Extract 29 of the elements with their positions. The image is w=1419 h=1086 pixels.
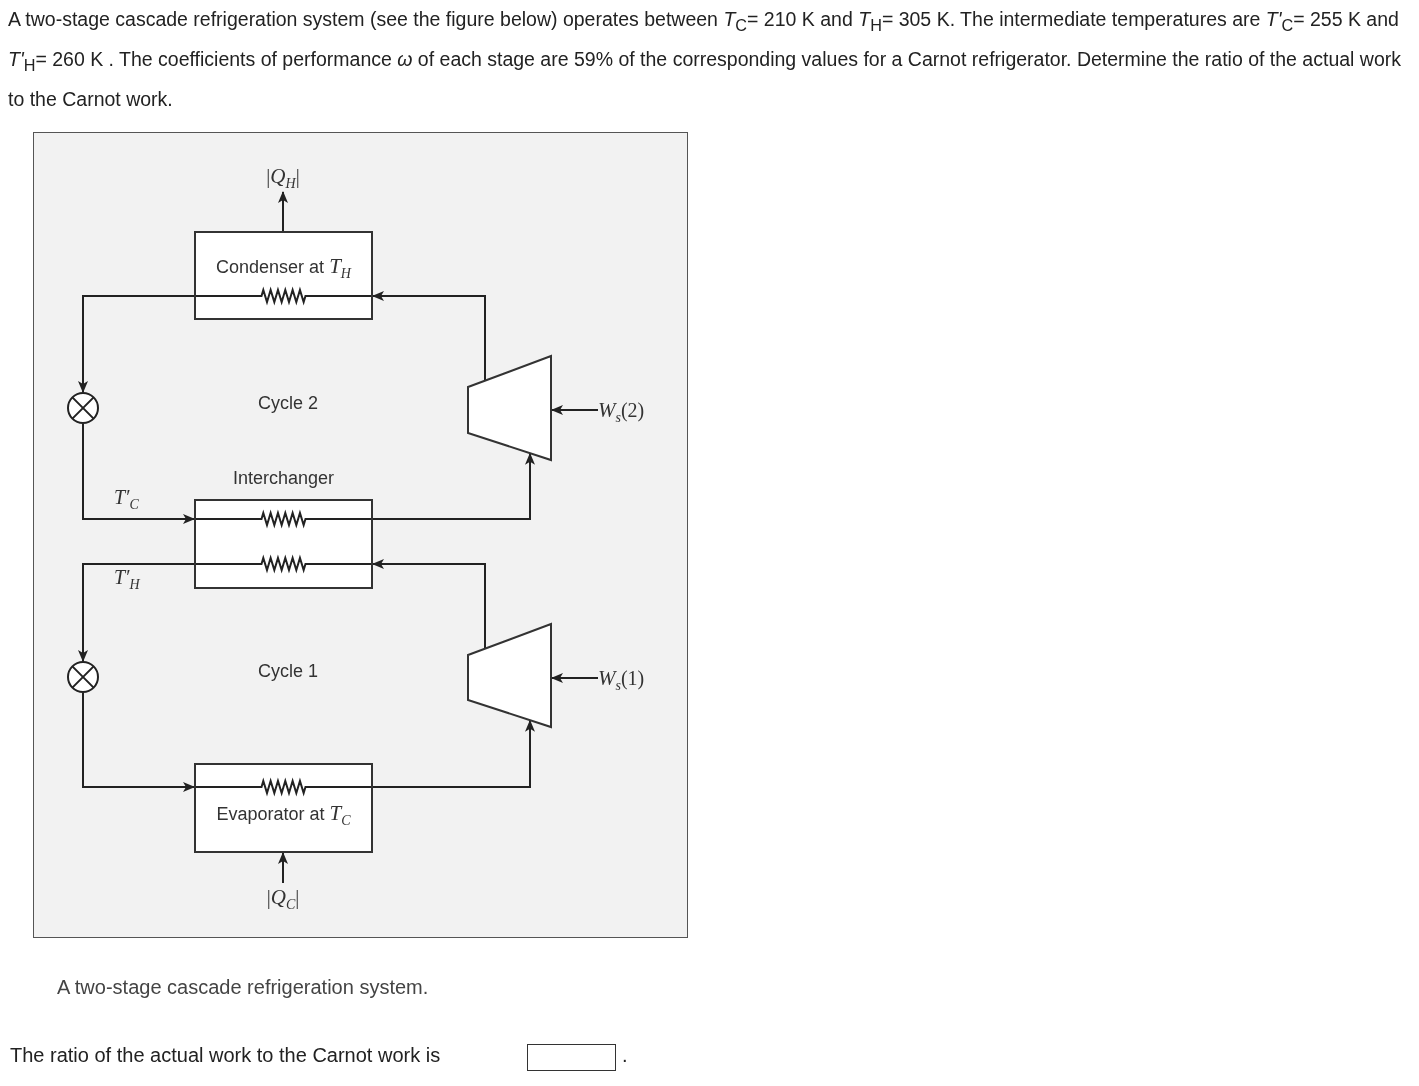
- arrow: [372, 719, 535, 788]
- temperature-label: T′$_{C}$: [114, 486, 139, 513]
- component-label: Condenser at T$_{H}$: [215, 254, 353, 282]
- arrow: [82, 692, 195, 792]
- arrow: [278, 852, 288, 884]
- figure-caption: A two-stage cascade refrigeration system.: [57, 976, 429, 999]
- cycle-label: Cycle 2: [258, 393, 319, 414]
- arrow: [278, 191, 288, 232]
- temperature-label: T′$_{H}$: [114, 566, 140, 593]
- arrow: [551, 673, 599, 683]
- arrow: [82, 423, 195, 524]
- heat-exchanger-box: [194, 231, 373, 320]
- symbol-label: |Q$_{H}$|: [265, 164, 301, 192]
- arrow: [372, 452, 535, 520]
- arrow: [372, 559, 486, 650]
- arrow: [372, 291, 486, 382]
- symbol-label: W$_{s}$(2): [598, 398, 645, 426]
- cycle-label: Cycle 1: [258, 661, 319, 682]
- component-label: Evaporator at T$_{C}$: [215, 801, 352, 829]
- heat-exchanger-box: [194, 763, 373, 853]
- arrow: [78, 295, 195, 393]
- arrow: [551, 405, 599, 415]
- symbol-label: |Q$_{C}$|: [265, 885, 301, 913]
- symbol-label: W$_{s}$(1): [598, 666, 645, 694]
- arrow: [78, 563, 195, 662]
- answer-prompt: The ratio of the actual work to the Carnot work is: [10, 1044, 441, 1067]
- component-label: Interchanger: [231, 468, 336, 489]
- problem-statement: A two-stage cascade refrigeration system (see the figure below) operates between T$_{C}$= 210 K and T$_{H}$= 305 K. The intermediate temperatures are T'$_{C}$= 255 K and T'$_{H}$= 260 K . The coefficients of performance ω of each stage are 59% of the corresponding values for a Carnot refrigerator. Determine the ratio of the actual work to the Carnot work.: [8, 7, 1402, 112]
- period-text: .: [622, 1044, 628, 1067]
